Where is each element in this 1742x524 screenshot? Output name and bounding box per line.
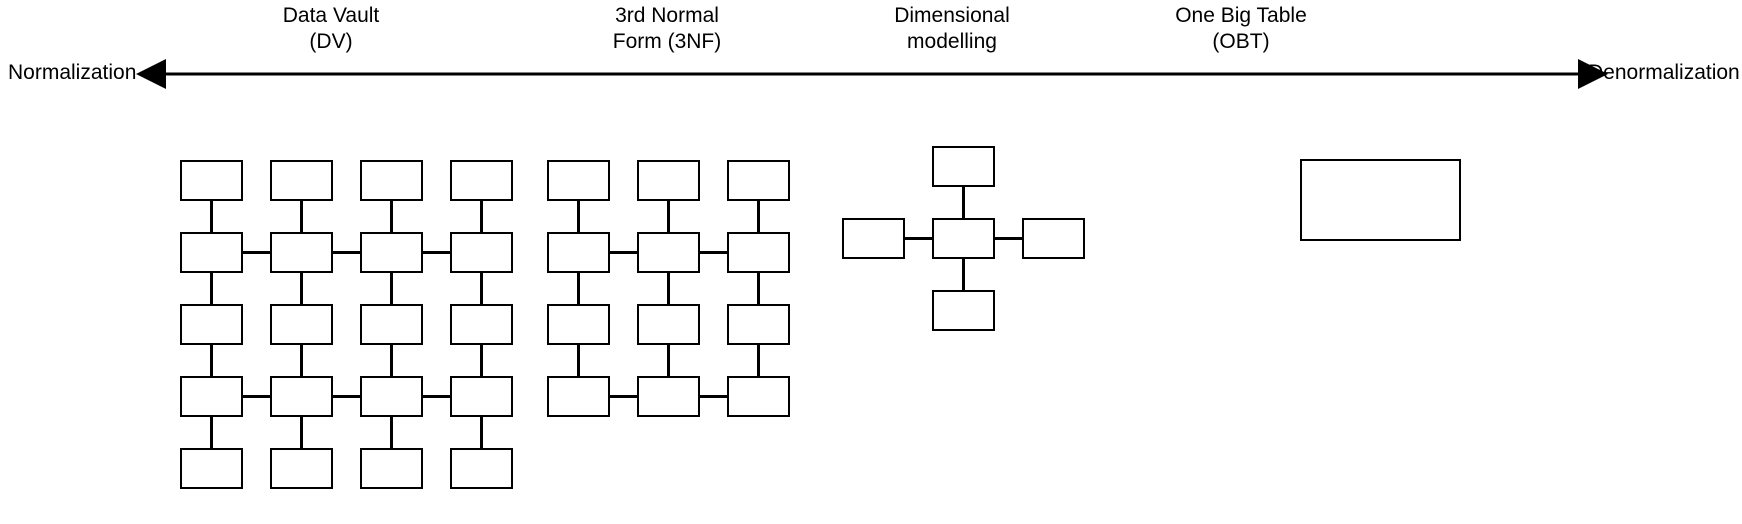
- data-vault-node: [360, 376, 423, 417]
- data-vault-node: [180, 160, 243, 201]
- data-vault-node: [270, 232, 333, 273]
- 3nf-connector-vertical: [667, 273, 670, 304]
- stage-label-obt-line2: (OBT): [1212, 30, 1270, 53]
- data-vault-node: [450, 160, 513, 201]
- 3nf-node: [547, 304, 610, 345]
- data-vault-node: [270, 160, 333, 201]
- stage-label-dimensional-line1: Dimensional: [894, 4, 1010, 27]
- data-vault-connector-vertical: [300, 273, 303, 304]
- data-vault-node: [360, 160, 423, 201]
- 3nf-node: [637, 232, 700, 273]
- data-vault-connector-vertical: [480, 417, 483, 448]
- 3nf-node: [547, 232, 610, 273]
- data-vault-node: [450, 448, 513, 489]
- 3nf-connector-vertical: [757, 345, 760, 376]
- 3nf-connector-vertical: [757, 201, 760, 232]
- data-vault-node: [360, 232, 423, 273]
- dimensional-connector-vertical: [962, 259, 965, 290]
- data-vault-connector-vertical: [210, 201, 213, 232]
- 3nf-connector-vertical: [577, 201, 580, 232]
- stage-label-3nf-line2: Form (3NF): [612, 30, 722, 53]
- data-vault-connector-horizontal: [243, 395, 270, 398]
- stage-label-data-vault-line2: (DV): [309, 30, 353, 53]
- dimensional-dimension-table: [1022, 218, 1085, 259]
- 3nf-connector-vertical: [667, 201, 670, 232]
- 3nf-connector-vertical: [667, 345, 670, 376]
- 3nf-node: [637, 304, 700, 345]
- 3nf-node: [637, 376, 700, 417]
- data-vault-connector-vertical: [480, 345, 483, 376]
- data-vault-connector-vertical: [480, 201, 483, 232]
- data-vault-node: [450, 304, 513, 345]
- 3nf-connector-horizontal: [700, 395, 727, 398]
- data-vault-connector-horizontal: [333, 395, 360, 398]
- data-vault-connector-vertical: [300, 417, 303, 448]
- data-vault-connector-vertical: [300, 345, 303, 376]
- data-vault-node: [270, 376, 333, 417]
- 3nf-connector-vertical: [757, 273, 760, 304]
- dimensional-dimension-table: [932, 290, 995, 331]
- data-vault-connector-vertical: [300, 201, 303, 232]
- data-vault-connector-horizontal: [423, 251, 450, 254]
- data-vault-connector-vertical: [480, 273, 483, 304]
- data-vault-node: [270, 304, 333, 345]
- one-big-table-node: [1300, 159, 1461, 241]
- 3nf-connector-vertical: [577, 273, 580, 304]
- data-vault-connector-vertical: [210, 273, 213, 304]
- 3nf-node: [547, 160, 610, 201]
- stage-label-obt-line1: One Big Table: [1175, 4, 1307, 27]
- 3nf-node: [637, 160, 700, 201]
- data-vault-connector-vertical: [390, 345, 393, 376]
- stage-label-data-vault-line1: Data Vault: [282, 4, 380, 27]
- data-vault-node: [180, 304, 243, 345]
- 3nf-node: [727, 376, 790, 417]
- data-vault-connector-vertical: [390, 417, 393, 448]
- axis-label-normalization: Normalization: [8, 61, 137, 84]
- 3nf-connector-horizontal: [610, 395, 637, 398]
- 3nf-node: [547, 376, 610, 417]
- 3nf-node: [727, 160, 790, 201]
- data-vault-node: [180, 448, 243, 489]
- 3nf-node: [727, 232, 790, 273]
- dimensional-dimension-table: [932, 146, 995, 187]
- dimensional-connector-vertical: [962, 187, 965, 218]
- stage-label-3nf-line1: 3rd Normal: [615, 4, 719, 27]
- data-vault-node: [180, 232, 243, 273]
- data-vault-node: [450, 376, 513, 417]
- 3nf-connector-vertical: [577, 345, 580, 376]
- dimensional-connector-horizontal: [995, 237, 1022, 240]
- data-vault-connector-vertical: [390, 273, 393, 304]
- data-vault-node: [360, 304, 423, 345]
- data-vault-connector-vertical: [210, 345, 213, 376]
- 3nf-node: [727, 304, 790, 345]
- 3nf-connector-horizontal: [700, 251, 727, 254]
- stage-label-dimensional-line2: modelling: [907, 30, 997, 53]
- data-vault-connector-vertical: [210, 417, 213, 448]
- dimensional-fact-table: [932, 218, 995, 259]
- data-vault-node: [270, 448, 333, 489]
- 3nf-connector-horizontal: [610, 251, 637, 254]
- data-vault-node: [360, 448, 423, 489]
- data-vault-node: [180, 376, 243, 417]
- axis-label-denormalization: Denormalization: [1588, 61, 1740, 84]
- dimensional-connector-horizontal: [905, 237, 932, 240]
- dimensional-dimension-table: [842, 218, 905, 259]
- data-vault-node: [450, 232, 513, 273]
- data-vault-connector-horizontal: [333, 251, 360, 254]
- data-vault-connector-horizontal: [243, 251, 270, 254]
- data-vault-connector-vertical: [390, 201, 393, 232]
- data-vault-connector-horizontal: [423, 395, 450, 398]
